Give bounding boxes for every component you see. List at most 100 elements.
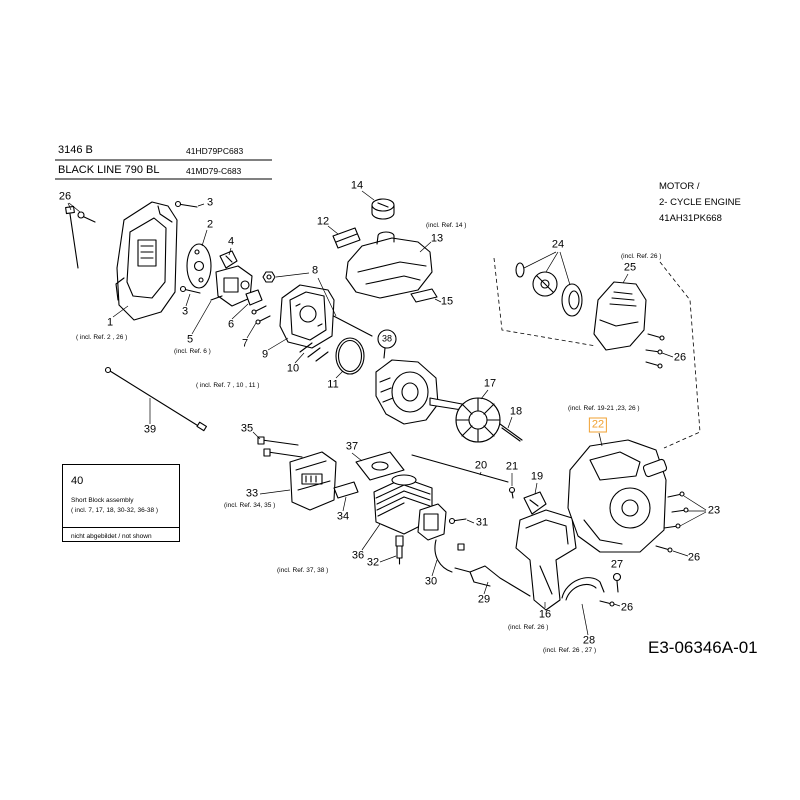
callout-39: 39 [143, 423, 157, 436]
callout-3-upper: 3 [206, 196, 214, 209]
callout-24: 24 [551, 238, 565, 251]
short-block-divider [63, 527, 179, 528]
model-code-1: 41HD79PC683 [186, 146, 244, 156]
part-38-screw [377, 329, 397, 359]
callout-13: 13 [430, 232, 444, 245]
part-21-screw [508, 486, 516, 499]
part-3-screw-upper [174, 200, 198, 208]
part-18-key [499, 423, 523, 442]
note-incl-ref-19-21-23-26: (incl. Ref. 19-21 ,23, 26 ) [568, 405, 640, 412]
callout-17: 17 [483, 377, 497, 390]
callout-22-highlighted: 22 [588, 417, 608, 433]
callout-23: 23 [707, 504, 721, 517]
callout-8: 8 [311, 264, 319, 277]
callout-5: 5 [186, 333, 194, 346]
part-19-switch [523, 491, 547, 515]
callout-30: 30 [424, 575, 438, 588]
callout-6: 6 [227, 318, 235, 331]
note-incl-ref-37-38: (incl. Ref. 37, 38 ) [277, 567, 329, 574]
note-incl-ref-34-35: (incl. Ref. 34, 35 ) [224, 502, 276, 509]
callout-20: 20 [474, 459, 488, 472]
callout-27: 27 [610, 558, 624, 571]
callout-14: 14 [350, 179, 364, 192]
note-incl-ref-26-cover: (incl. Ref. 26 ) [621, 253, 662, 260]
model-code-2: 41MD79-C683 [186, 166, 242, 176]
part-2-gasket [186, 243, 212, 289]
callout-28: 28 [582, 634, 596, 647]
note-incl-ref-2-26: ( incl. Ref. 2 , 26 ) [76, 334, 128, 341]
part-39-throttle-cable [104, 366, 208, 432]
part-7-screws [251, 305, 271, 325]
note-incl-ref-26-side-cover: (incl. Ref. 26 ) [508, 624, 549, 631]
part-11-o-ring [335, 337, 365, 375]
part-35-muffler-bolts [257, 436, 303, 458]
callout-3-lower: 3 [181, 305, 189, 318]
part-29-wire-bracket [454, 565, 531, 597]
callout-4: 4 [227, 235, 235, 248]
part-8-nut [262, 271, 276, 283]
part-13-fuel-tank [345, 231, 433, 299]
callout-33: 33 [245, 487, 259, 500]
callout-38: 38 [381, 333, 393, 344]
part-31-ignition-coil [417, 503, 467, 541]
callout-26-rear-screws: 26 [58, 190, 72, 203]
part-26-rear-screws [65, 205, 96, 269]
part-crankcase-half [375, 359, 463, 425]
note-incl-ref-7-10-11: ( incl. Ref. 7 , 10 , 11 ) [196, 382, 260, 389]
engine-title-line-2: 2- CYCLE ENGINE [659, 197, 741, 208]
part-26-handle-screw [599, 600, 615, 607]
callout-16: 16 [538, 608, 552, 621]
callout-11: 11 [327, 378, 339, 391]
part-6-carburetor-gasket [245, 289, 263, 306]
part-4-choke [219, 250, 238, 269]
callout-21: 21 [505, 460, 519, 473]
part-22-starter-housing [567, 439, 668, 553]
callout-35: 35 [240, 422, 254, 435]
callout-12: 12 [316, 215, 330, 228]
callout-9: 9 [261, 348, 269, 361]
callout-26-starter-screw: 26 [687, 551, 701, 564]
callout-1: 1 [106, 316, 114, 329]
callout-36: 36 [351, 549, 365, 562]
part-20-rod [411, 454, 509, 483]
short-block-legend-box: 40 Short Block assembly ( incl. 7, 17, 1… [62, 464, 180, 542]
part-24-clutch [515, 262, 583, 317]
part-9-crankcase [279, 284, 335, 349]
drawing-number: E3-06346A-01 [648, 638, 758, 657]
callout-26-handle-screw: 26 [620, 601, 634, 614]
callout-34: 34 [336, 510, 350, 523]
header-rules [55, 159, 272, 180]
part-28-rope [561, 577, 605, 601]
part-12-strip [332, 227, 361, 249]
callout-10: 10 [286, 362, 300, 375]
note-incl-ref-26-27: (incl. Ref. 26 , 27 ) [543, 647, 597, 654]
part-23-screws [663, 491, 689, 529]
callout-32: 32 [366, 556, 380, 569]
note-incl-ref-14: (incl. Ref. 14 ) [426, 222, 467, 229]
part-3-screw-lower [179, 285, 201, 294]
part-26-starter-screw [655, 545, 673, 553]
assembly-dashed-outline [493, 257, 701, 449]
note-incl-ref-6: (incl. Ref. 6 ) [174, 348, 211, 355]
callout-15: 15 [440, 295, 454, 308]
part-10-pins [299, 342, 329, 362]
part-30-wire [434, 539, 465, 573]
part-15-bracket [410, 288, 438, 303]
part-33-muffler [289, 451, 337, 511]
short-block-includes: ( incl. 7, 17, 18, 30-32, 36-38 ) [71, 507, 159, 514]
engine-title-line-1: MOTOR / [659, 181, 700, 192]
callout-2: 2 [206, 218, 214, 231]
part-26-cover-screws [645, 333, 665, 369]
part-27-screw [612, 572, 622, 593]
part-14-fuel-cap [371, 198, 395, 220]
callout-19: 19 [530, 470, 544, 483]
part-36-cylinder [373, 474, 433, 535]
short-block-title: Short Block assembly [71, 497, 134, 504]
not-shown-note: nicht abgebildet / not shown [71, 533, 152, 540]
part-25-clutch-cover [593, 281, 647, 351]
part-32-spark-plug [395, 535, 404, 565]
part-5-carburetor [210, 265, 253, 307]
engine-number: 41AH31PK668 [659, 213, 722, 224]
